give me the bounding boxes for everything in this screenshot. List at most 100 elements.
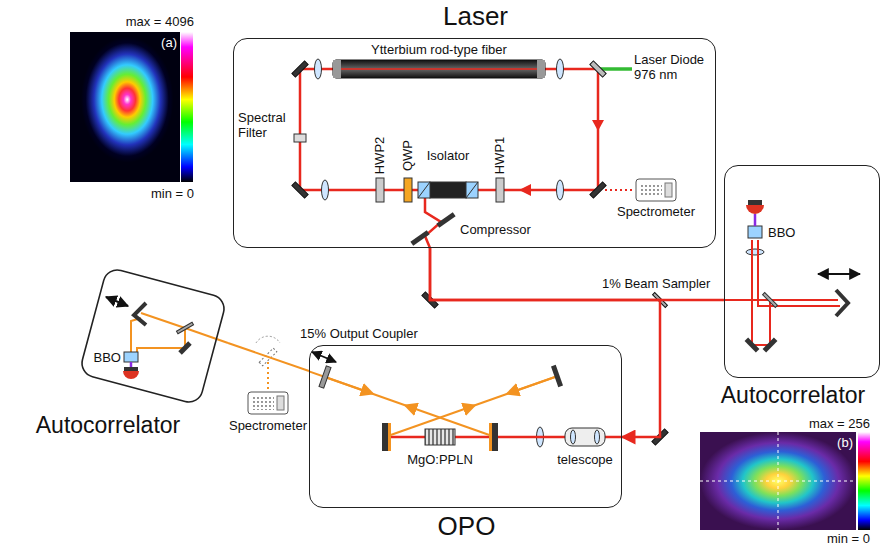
beam-profile-image [70, 32, 180, 182]
part-label: min = 0 [151, 186, 194, 201]
telescope [565, 428, 605, 446]
autocorrelator-beam [131, 318, 141, 352]
flip-mirror [256, 336, 280, 391]
part-label: Compressor [460, 222, 531, 237]
telescope [595, 430, 600, 444]
telescope [565, 428, 605, 446]
lens [557, 59, 564, 79]
spectrometer-icon [277, 396, 284, 410]
waveplate [376, 178, 504, 202]
autocorrelator-optics [748, 200, 762, 205]
laser-beam [300, 69, 598, 248]
enclosure-box: Autocorrelator [78, 266, 228, 406]
lens [315, 59, 322, 79]
autocorrelator-optics [176, 322, 193, 334]
part-label: BBO [94, 350, 121, 365]
autocorrelator-beam [724, 240, 840, 345]
cavity-mirror [319, 366, 331, 388]
mirror [292, 61, 668, 445]
beam-profile-image [700, 432, 856, 530]
cavity-mirror [492, 423, 498, 451]
autocorrelator-beam [131, 313, 228, 352]
cavity-beam [325, 377, 410, 407]
compressor-grating [410, 230, 429, 246]
tilted-outline [79, 267, 227, 405]
part-label: QWP [401, 139, 416, 170]
cavity-mirror [551, 365, 563, 387]
autocorrelator-optics [754, 214, 757, 226]
laser-beam [425, 190, 441, 248]
autocorrelator-optics [818, 273, 860, 275]
autocorrelator-beam [141, 313, 185, 328]
autocorrelator-optics [763, 338, 778, 353]
crystal [425, 429, 455, 445]
spectrometer-icon [636, 179, 676, 201]
part-label: min = 0 [827, 531, 870, 546]
autocorrelator-beam [724, 299, 838, 301]
part-label: MgO:PPLN [407, 452, 473, 467]
part-label: Spectral Filter [238, 110, 296, 140]
pump-beam [598, 69, 632, 70]
autocorrelator-optics [763, 293, 778, 308]
beam-arrow [519, 184, 531, 196]
mirror [292, 61, 308, 77]
beam-path [430, 248, 724, 300]
lens [557, 180, 564, 200]
part-label: (b) [837, 435, 853, 450]
box-heading: Autocorrelator [705, 382, 881, 408]
enclosure-box: Autocorrelator [724, 165, 880, 378]
part-label: Laser Diode 976 nm [634, 52, 710, 82]
autocorrelator-beam [185, 328, 228, 343]
beam-profile-image [181, 32, 193, 182]
part-label: Isolator [427, 148, 470, 163]
autocorrelator-optics [106, 297, 194, 379]
part-label: Ytterbium rod-type fiber [371, 42, 507, 57]
part-label: HWP2 [373, 136, 388, 174]
beam-profile-image [700, 481, 856, 482]
beam-arrow [592, 120, 604, 131]
flip-mirror [267, 362, 269, 391]
spectrometer-icon [248, 392, 288, 414]
autocorrelator-beam [752, 240, 770, 345]
autocorrelator-optics [745, 338, 760, 353]
beam-profile-image [700, 432, 870, 530]
fiber-rod [537, 60, 545, 78]
cavity-beam [470, 377, 555, 407]
autocorrelator-optics [124, 352, 138, 362]
fiber-rod [333, 60, 545, 78]
spectrometer-icon [665, 183, 672, 197]
autocorrelator-optics [836, 290, 848, 316]
isolator [466, 182, 478, 198]
part-label: (a) [161, 35, 177, 50]
part-label: 1% Beam Sampler [602, 276, 710, 291]
translation-arrow [312, 352, 336, 362]
enclosure-box: OPO [309, 345, 622, 508]
isolator [418, 182, 430, 198]
telescope [571, 430, 576, 444]
translation-arrow [312, 352, 336, 362]
lens [322, 180, 329, 200]
isolator [428, 182, 468, 198]
autocorrelator-optics [134, 303, 146, 325]
beam-profile-image [858, 432, 870, 530]
cavity-beam [385, 407, 470, 437]
waveplate [496, 178, 504, 202]
cavity-mirror [489, 423, 492, 451]
part-label: max = 256 [809, 416, 870, 431]
tilted-outline [78, 266, 228, 406]
crystal [425, 429, 455, 445]
autocorrelator-optics [124, 367, 138, 371]
lens [746, 249, 764, 255]
cavity-mirror [319, 365, 563, 451]
part-label: BBO [768, 225, 795, 240]
part-label: HWP1 [493, 136, 508, 174]
cavity-beam [325, 377, 368, 392]
compressor-grating [436, 212, 455, 228]
waveplate [404, 178, 412, 202]
fiber-rod [333, 68, 545, 70]
compressor-grating [410, 212, 455, 246]
spectrometer-icon [605, 179, 676, 201]
part-label: Spectrometer [229, 418, 307, 433]
part-label: max = 4096 [126, 14, 194, 29]
